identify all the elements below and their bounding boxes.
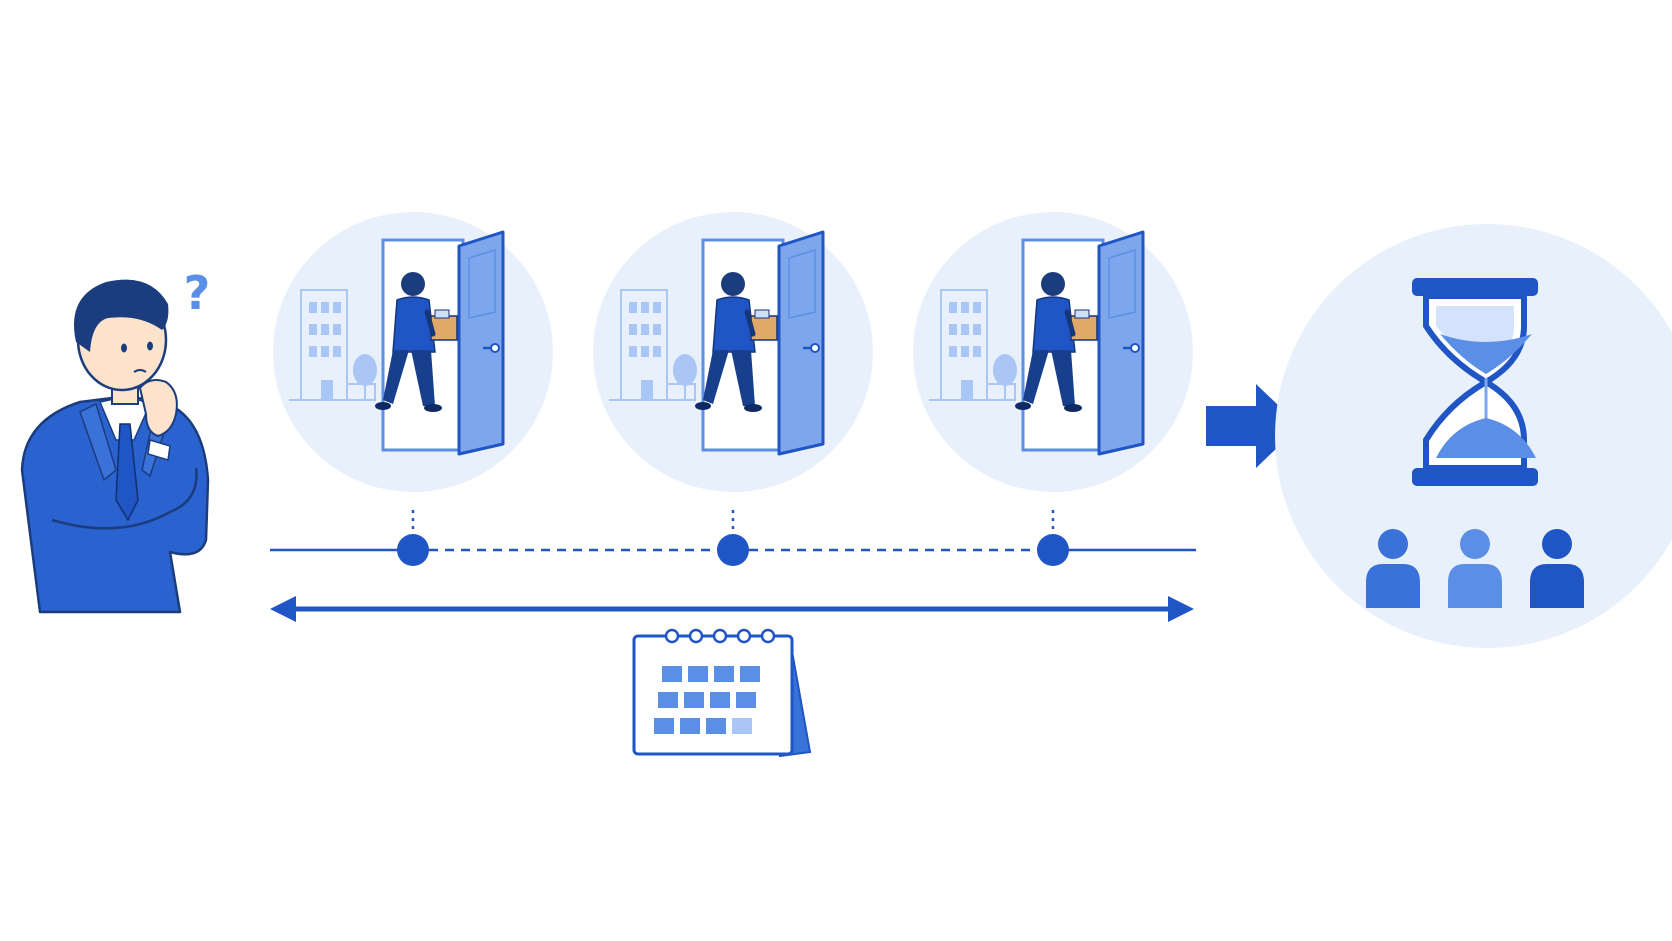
departure-vignette-2 <box>593 212 873 492</box>
departure-vignette-1 <box>273 212 553 492</box>
people-group-icon <box>1366 529 1584 608</box>
timeline-marker <box>717 534 749 566</box>
timeline-marker <box>397 534 429 566</box>
calendar-icon <box>632 628 812 758</box>
timeline-marker <box>1037 534 1069 566</box>
hourglass-icon <box>1412 278 1538 486</box>
duration-double-arrow <box>270 596 1194 622</box>
thinking-businessman-icon: ? <box>20 266 211 614</box>
question-badge: ? <box>184 266 211 320</box>
timeline <box>270 510 1196 566</box>
departure-vignette-3 <box>913 212 1193 492</box>
